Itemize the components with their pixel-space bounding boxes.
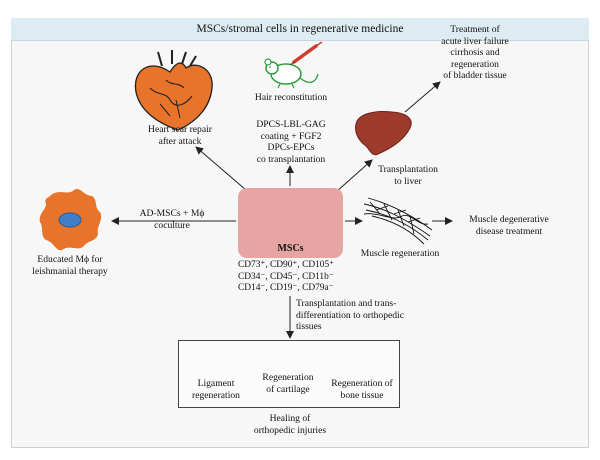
mscs-box <box>238 188 343 258</box>
macrophage-icon <box>39 189 102 251</box>
mouse-icon <box>264 58 319 89</box>
label-dpcs: DPCS-LBL-GAG coating + FGF2 DPCs-EPCs co… <box>256 119 326 165</box>
label-muscle-regeneration: Muscle regeneration <box>360 248 440 259</box>
arrow-to-liver <box>335 159 373 193</box>
label-educated-macrophage: Educated Mϕ for leishmanial therapy <box>32 254 108 277</box>
label-liver-transplant: Transplantation to liver <box>378 164 438 187</box>
label-healing: Healing of orthopedic injuries <box>253 413 327 436</box>
arrow-to-liver-treatment <box>404 81 441 113</box>
label-bone: Regeneration of bone tissue <box>331 378 393 401</box>
label-liver-treatment: Treatment of acute liver failure cirrhos… <box>441 24 509 81</box>
label-trans-differentiation: Transplantation and trans- differentiati… <box>296 298 404 332</box>
liver-icon <box>355 111 412 156</box>
label-ligament: Ligament regeneration <box>192 378 240 401</box>
syringe-icon <box>289 41 323 66</box>
mscs-label: MSCs <box>277 243 304 254</box>
label-cartilage: Regeneration of cartilage <box>262 372 314 395</box>
muscle-fiber-icon <box>363 197 433 245</box>
label-heart: Heart scar repair after attack <box>148 124 212 147</box>
mscs-markers: CD73⁺, CD90⁺, CD105⁺ CD34⁻, CD45⁻, CD11b… <box>238 260 335 293</box>
arrow-to-heart <box>195 146 247 191</box>
label-hair: Hair reconstitution <box>254 92 328 103</box>
figure-title: MSCs/stromal cells in regenerative medic… <box>11 18 589 41</box>
label-muscle-disease: Muscle degenerative disease treatment <box>469 214 549 237</box>
heart-icon <box>134 50 213 131</box>
label-ad-mscs: AD-MSCs + Mϕ coculture <box>139 208 205 231</box>
orthopedic-box <box>178 340 400 408</box>
